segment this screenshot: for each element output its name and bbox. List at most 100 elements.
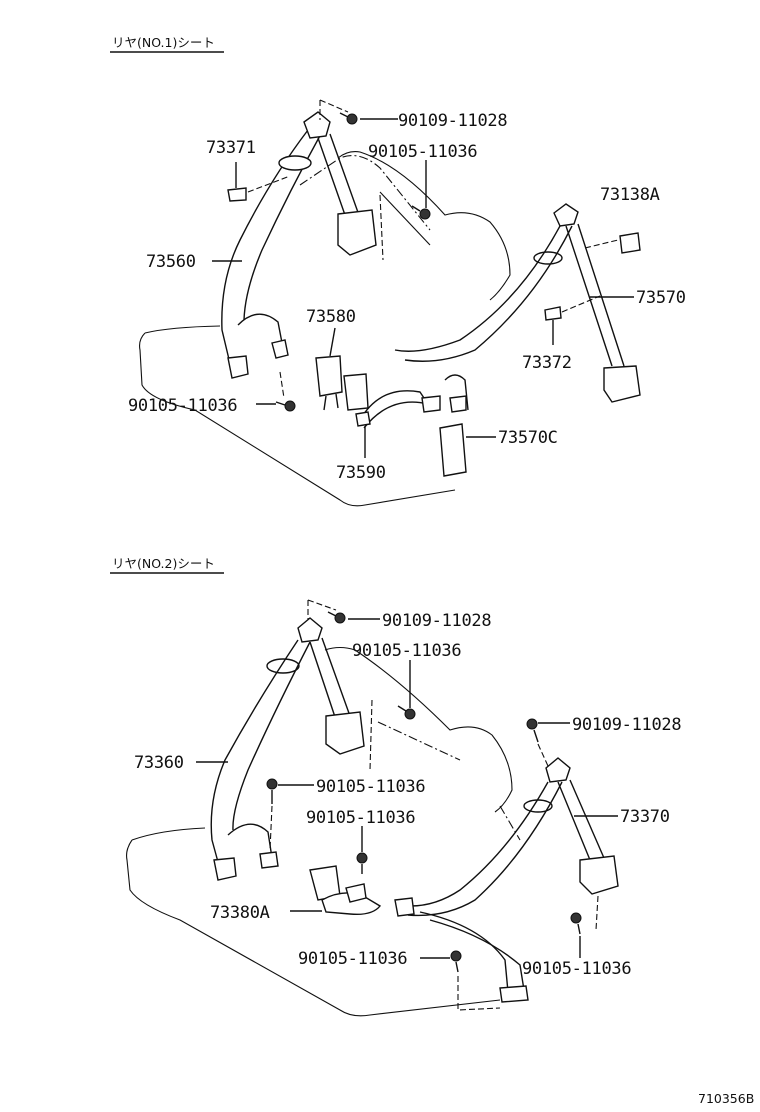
belt-73360-guide: [266, 658, 300, 674]
label-90105-11036-mid: 90105-11036: [368, 142, 477, 162]
label-90105-11036-bottom-2: 90105-11036: [298, 949, 407, 969]
label-90105-11036-mid-2: 90105-11036: [352, 641, 461, 661]
belt-73370-anchor: [545, 757, 571, 783]
label-90109-11028-right-2: 90109-11028: [572, 715, 681, 735]
belt-73370-guide: [523, 799, 553, 813]
belt-73560-anchor: [303, 111, 331, 139]
belt-73370-vertical-b: [569, 779, 605, 859]
seat-cushion-2-outline: [126, 839, 501, 1017]
label-73380A: 73380A: [210, 903, 270, 923]
belt-73560-upper-strap-b: [329, 133, 361, 219]
leader-73580: [329, 327, 336, 357]
bolt-90105-mid: [411, 205, 431, 220]
dash-90109-top: [319, 99, 349, 120]
dash-73138A: [584, 239, 619, 249]
belt-73560-end-plate-2: [271, 339, 289, 359]
section-1-rear-seat-no1: リヤ(NO.1)シート: [110, 35, 686, 507]
dash-90105-right-bottom-2: [595, 895, 599, 931]
label-90105-11036-center1-2: 90105-11036: [316, 777, 425, 797]
buckle-73590-strap-b: [363, 401, 429, 429]
diagram-id: 710356B: [698, 1091, 754, 1106]
belt-73370-end-plate: [499, 985, 529, 1003]
belt-73360-outer: [210, 639, 299, 863]
belt-73570-guide: [533, 251, 563, 265]
label-73570C: 73570C: [498, 428, 558, 448]
buckle-73590-anchor: [355, 411, 371, 427]
section-2-title: リヤ(NO.2)シート: [112, 556, 215, 571]
belt-73360-end-plate-2: [259, 851, 279, 869]
label-90105-11036-bottom: 90105-11036: [128, 396, 237, 416]
seat-cushion-2-top-edge: [131, 827, 206, 841]
belt-73560-guide: [278, 155, 312, 171]
seatback-2-dashdot-2: [499, 805, 521, 841]
belt-73360-retractor: [325, 711, 365, 755]
bolt-90105-right-bottom-2: [570, 912, 582, 935]
seatback-2-outline: [324, 646, 513, 813]
buckle-73570C: [439, 423, 467, 477]
clip-73372: [544, 306, 562, 321]
belt-73370-vertical-a: [557, 781, 591, 861]
buckle-73580-strap: [323, 393, 339, 411]
bolt-90105-bottom-2: [450, 950, 462, 973]
buckle-73580: [315, 355, 343, 397]
buckle-73590-plate: [421, 395, 441, 413]
belt-73570-strap-a: [394, 225, 561, 352]
belt-73570-end-plate: [449, 395, 467, 413]
dash-90105-mid: [379, 194, 384, 261]
belt-73370: [394, 757, 619, 1003]
dash-90105-center1-2: [269, 805, 273, 851]
bolt-90105-center2-2: [356, 852, 368, 874]
dash-73372: [561, 295, 601, 313]
belt-73560-retractor: [337, 209, 377, 256]
belt-73570-lower-loop: [444, 374, 469, 411]
belt-73360-anchor: [297, 617, 323, 643]
belt-73370-strap-a: [397, 781, 549, 907]
dash-90109-right-2: [537, 743, 549, 767]
belt-73360-inner: [232, 641, 311, 831]
dash-90105-mid-2: [369, 699, 373, 771]
buckle-73380A-lower: [345, 883, 367, 903]
belt-73570-anchor: [553, 203, 579, 227]
belt-73370-strap-b: [407, 781, 563, 917]
bolt-90105-bottom: [275, 400, 296, 412]
belt-73570-retractor: [603, 365, 641, 403]
belt-73370-lower-a: [419, 911, 509, 993]
buckle-73590-strap-a: [359, 390, 433, 421]
dash-73371: [247, 175, 291, 193]
seat-cushion-outline: [139, 332, 456, 507]
seatback-dashdot-1: [299, 155, 431, 231]
bolt-90109-top-2: [327, 611, 346, 624]
seatback-2-dashdot: [377, 721, 461, 761]
label-73570: 73570: [636, 288, 686, 308]
cover-73138A: [619, 232, 641, 254]
label-90109-11028-2: 90109-11028: [382, 611, 491, 631]
belt-73360-upper-a: [309, 641, 337, 721]
section-1-title: リヤ(NO.1)シート: [112, 35, 215, 50]
belt-73360-end-plate: [213, 857, 237, 881]
belt-73560-end-plate: [227, 355, 249, 379]
seat-cushion-top-edge: [144, 325, 221, 334]
bolt-90109-top: [339, 112, 358, 125]
dash-90105-bottom: [279, 371, 285, 399]
label-73138A: 73138A: [600, 185, 660, 205]
belt-73360-upper-b: [321, 637, 351, 717]
label-73360: 73360: [134, 753, 184, 773]
label-73580: 73580: [306, 307, 356, 327]
belt-73360-loop: [227, 823, 273, 859]
buckle-73590: [343, 373, 369, 411]
belt-73370-tongue: [394, 897, 415, 917]
label-73560: 73560: [146, 252, 196, 272]
seatback-edge: [379, 191, 431, 246]
label-73372: 73372: [522, 353, 572, 373]
belt-73570-vertical-a: [565, 225, 613, 367]
label-90105-11036-right-bottom-2: 90105-11036: [522, 959, 631, 979]
label-90109-11028: 90109-11028: [398, 111, 507, 131]
section-2-rear-seat-no2: リヤ(NO.2)シート: [110, 556, 682, 1017]
label-73371: 73371: [206, 138, 256, 158]
label-73590: 73590: [336, 463, 386, 483]
belt-73560: [221, 111, 377, 379]
cover-73371: [227, 187, 247, 202]
belt-73570-vertical-b: [577, 223, 625, 367]
